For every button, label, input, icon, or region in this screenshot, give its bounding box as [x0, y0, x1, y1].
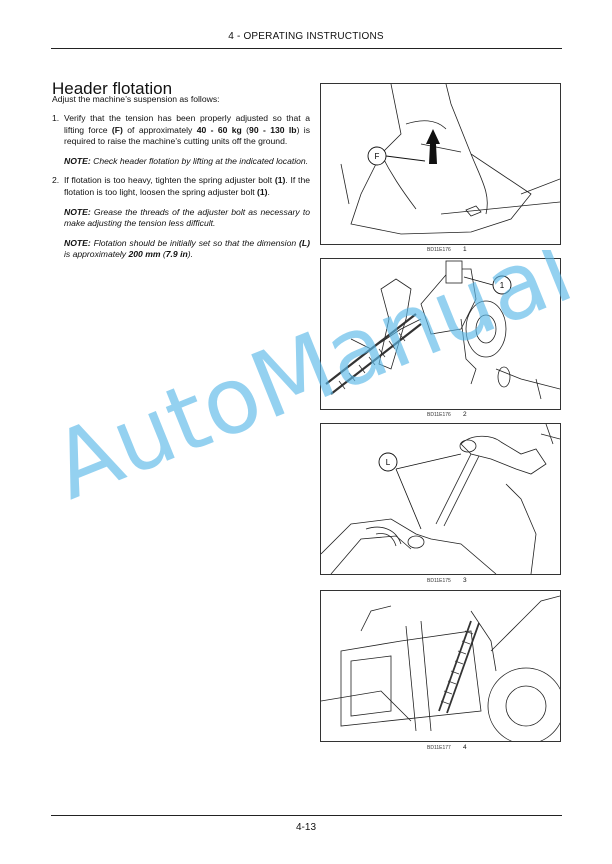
step-text: Verify that the tension has been properl… — [64, 113, 310, 135]
force-value-lb: 90 - 130 lb — [249, 124, 297, 135]
note-text: Flotation should be initially set so tha… — [90, 237, 300, 248]
header-rule — [51, 48, 562, 49]
step-number: 1. — [52, 113, 60, 124]
page-number: 4-13 — [295, 822, 316, 833]
intro-text: Adjust the machine’s suspension as follo… — [52, 94, 220, 104]
figure-1-number: 1 — [463, 246, 467, 253]
note-1: NOTE: Check header flotation by lifting … — [64, 156, 310, 167]
note-3: NOTE: Flotation should be initially set … — [64, 238, 310, 261]
footer-rule — [51, 815, 562, 816]
step-1: 1. Verify that the tension has been prop… — [52, 113, 310, 147]
step-text: . — [267, 186, 270, 197]
step-text: of approximately — [122, 124, 197, 135]
figure-3-callout: L — [386, 458, 391, 467]
dimension-in: 7.9 in — [165, 248, 188, 259]
note-text: is approximately — [64, 248, 129, 259]
figure-2-code: BD11E176 — [427, 412, 451, 418]
figure-1-drawing: F — [340, 84, 560, 235]
note-label: NOTE: — [64, 156, 91, 167]
note-2: NOTE: Grease the threads of the adjuster… — [64, 207, 310, 230]
figure-3-code: BD11E175 — [427, 578, 451, 584]
step-text: If flotation is too heavy, tighten the s… — [64, 175, 275, 186]
figure-4-drawing — [321, 595, 560, 741]
figure-1-lift-point: F — [320, 83, 561, 245]
figure-2-callout: 1 — [500, 281, 505, 290]
figure-2-adjuster-bolt: 1 — [320, 258, 561, 410]
instructions-column: Adjust the machine’s suspension as follo… — [52, 94, 310, 268]
step-text: ) is required to raise the machine’s cut… — [64, 124, 311, 146]
running-header: 4 - OPERATING INSTRUCTIONS — [228, 31, 384, 42]
bolt-ref: (1) — [257, 186, 268, 197]
figure-1-code: BD11E176 — [427, 247, 451, 253]
figure-3-drawing: L — [321, 424, 560, 574]
dimension-ref: (L) — [299, 237, 310, 248]
figure-4-machine-side — [320, 590, 561, 742]
force-value-kg: 40 - 60 kg — [196, 124, 242, 135]
figure-1-callout: F — [375, 152, 380, 161]
figure-3-dimension-l: L — [320, 423, 561, 575]
force-label: (F) — [111, 124, 123, 135]
step-number: 2. — [52, 175, 60, 186]
figure-4-number: 4 — [463, 744, 467, 751]
dimension-mm: 200 mm — [128, 248, 161, 259]
page-title: Header flotation — [52, 79, 173, 99]
note-text: Check header flotation by lifting at the… — [90, 156, 309, 167]
step-2: 2. If flotation is too heavy, tighten th… — [52, 175, 310, 198]
figure-4-code: BD11E177 — [427, 745, 451, 751]
figure-3-number: 3 — [463, 577, 467, 584]
note-text: ( — [160, 248, 166, 259]
note-text: Grease the threads of the adjuster bolt … — [64, 207, 310, 229]
step-text: ( — [241, 124, 250, 135]
note-label: NOTE: — [64, 237, 91, 248]
step-text: . If the flotation is too light, loosen … — [64, 175, 310, 197]
note-label: NOTE: — [64, 207, 91, 218]
figure-2-drawing: 1 — [325, 260, 560, 400]
note-text: ). — [187, 248, 193, 259]
bolt-ref: (1) — [274, 175, 286, 186]
figure-2-number: 2 — [463, 411, 467, 418]
